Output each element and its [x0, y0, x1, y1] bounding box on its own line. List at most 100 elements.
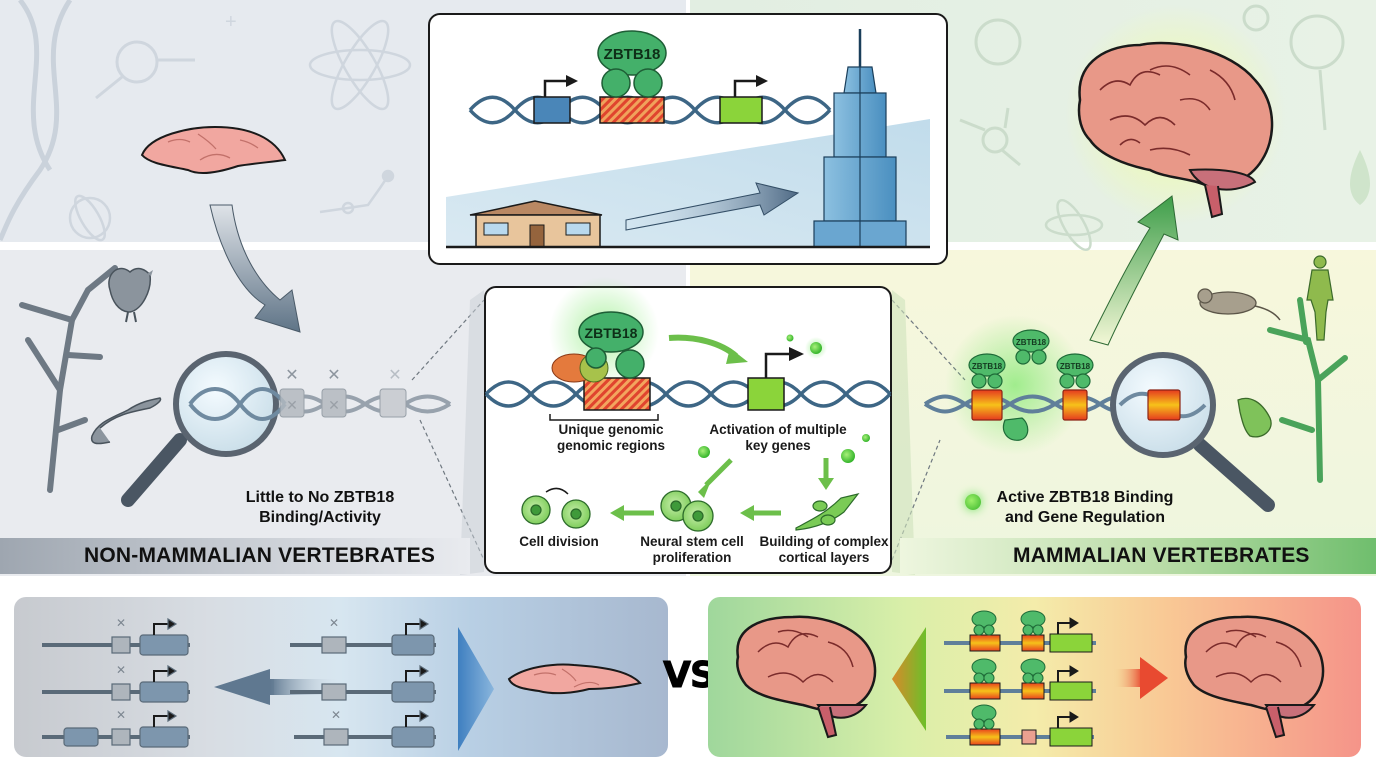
activation-line2: key genes — [745, 438, 811, 453]
target-gene-block — [747, 377, 785, 411]
active-gene-row — [944, 658, 1096, 701]
graph-watermark-icon — [319, 169, 395, 215]
cell-division-label: Cell division — [519, 534, 599, 549]
non-mammalian-caption-line1: Little to No ZBTB18 — [245, 489, 395, 506]
activation-label: Activation of multiple key genes — [698, 422, 858, 454]
nsc-proliferation-label: Neural stem cell proliferation — [632, 534, 752, 566]
blocked-x-icon: ✕ — [116, 663, 126, 677]
region-bracket — [549, 414, 659, 421]
molecule-watermark-icon — [959, 107, 1021, 167]
magnifier-left-icon — [121, 351, 287, 507]
blocked-x-icon: ✕ — [327, 367, 340, 384]
dna-helix-icon — [484, 380, 892, 408]
human-icon — [1306, 255, 1334, 341]
blocked-x-icon: ✕ — [329, 616, 339, 630]
signal-dot-icon — [786, 334, 794, 342]
zbtb18-label: ZBTB18 — [585, 325, 638, 341]
green-curved-arrow — [1089, 195, 1179, 346]
activation-arrow-icon — [668, 334, 738, 359]
blocked-x-icon: ✕ — [116, 708, 126, 722]
promoter-arrow-icon — [764, 352, 791, 378]
active-signal-dot-icon — [965, 494, 981, 510]
active-gene-diagrams — [736, 610, 1325, 747]
flask-watermark-icon — [1350, 150, 1370, 205]
inactive-dna-strand: ✕ ✕ ✕ ✕ ✕ — [279, 367, 452, 418]
mammalian-caption-line2: and Gene Regulation — [1004, 509, 1165, 526]
zoom-wedge-right — [892, 290, 915, 575]
signal-dot-icon — [841, 449, 855, 463]
dna-watermark-icon — [0, 0, 73, 242]
mammalian-caption-line1: Active ZBTB18 Binding — [996, 489, 1174, 506]
active-dna-strand — [923, 389, 1142, 421]
cortical-layers-label: Building of complex cortical layers — [758, 534, 890, 566]
primitive-brain-icon — [140, 125, 287, 174]
right-arrow-icon — [1112, 669, 1142, 687]
phylogenetic-tree-grey — [19, 265, 118, 493]
phylogenetic-tree-green — [1267, 297, 1348, 483]
blocked-x-icon: ✕ — [388, 367, 401, 384]
cortical-line2: cortical layers — [778, 550, 870, 565]
skyscraper-icon — [813, 29, 907, 248]
mammalian-brain-icon — [1077, 41, 1274, 219]
mammalian-caption: Active ZBTB18 Binding and Gene Regulatio… — [990, 488, 1180, 528]
zbtb18-label: ZBTB18 — [604, 46, 661, 63]
non-mammalian-caption-line2: Binding/Activity — [259, 509, 381, 526]
binding-region-line1: Unique genomic — [558, 422, 664, 437]
mechanism-panel: ZBTB18 Unique genomic genom — [484, 277, 892, 574]
blocked-x-icon: ✕ — [116, 616, 126, 630]
active-gene-row — [944, 610, 1096, 653]
mammalian-comparison-panel — [708, 597, 1361, 757]
growth-arrow-icon — [625, 182, 800, 231]
left-triangle-arrow-icon — [892, 627, 926, 731]
magnifier-right-icon — [1110, 352, 1275, 512]
signal-dot-icon — [810, 342, 822, 354]
non-mammalian-banner: NON-MAMMALIAN VERTEBRATES — [0, 538, 470, 574]
inactive-gene-row: ✕ — [290, 616, 436, 656]
activation-line1: Activation of multiple — [709, 422, 847, 437]
left-arrow-icon — [214, 669, 274, 705]
inactive-gene-row — [290, 664, 436, 703]
primitive-brain-icon — [507, 663, 642, 695]
frog-icon — [1237, 397, 1272, 438]
dividing-cells-icon — [521, 487, 591, 529]
promoter-arrow-icon — [543, 79, 568, 97]
cell-watermark-icon — [974, 4, 1345, 131]
inactive-gene-row: ✕ — [42, 708, 190, 748]
blocked-x-icon: ✕ — [328, 397, 340, 413]
lizard-icon — [90, 397, 162, 445]
top-growth-panel: ZBTB18 — [428, 13, 948, 265]
inactive-gene-diagrams: ✕ ✕ ✕ ✕ — [42, 616, 642, 751]
binding-region-label: Unique genomic genomic regions — [536, 422, 686, 454]
vs-label: VS — [663, 655, 717, 697]
non-mammalian-caption: Little to No ZBTB18 Binding/Activity — [220, 488, 420, 528]
atom-watermark-icon — [68, 19, 412, 242]
inactive-gene-row: ✕ — [294, 708, 436, 748]
nsc-line2: proliferation — [652, 550, 732, 565]
cortical-line1: Building of complex — [759, 534, 889, 549]
promoter-arrow-icon — [733, 79, 758, 97]
magnifier-watermark-icon — [95, 40, 195, 100]
zbtb18-mini-label: ZBTB18 — [972, 362, 1003, 371]
mouse-icon — [1197, 288, 1281, 321]
inactive-gene-row: ✕ — [42, 616, 190, 656]
nsc-line1: Neural stem cell — [640, 534, 744, 549]
blocked-x-icon: ✕ — [286, 397, 298, 413]
active-gene-row — [946, 704, 1094, 747]
zbtb18-protein-icon — [597, 30, 667, 98]
atom-watermark-icon-right — [1044, 198, 1104, 252]
blocked-x-icon: ✕ — [285, 367, 298, 384]
inactive-gene-row: ✕ — [42, 663, 190, 703]
zbtb18-protein-icon — [968, 329, 1094, 441]
cortical-layers-icon — [795, 493, 860, 531]
zoom-wedge-left — [460, 290, 484, 575]
developed-brain-icon — [736, 615, 877, 739]
gene-block-blue — [533, 96, 571, 124]
developed-brain-icon-2 — [1184, 615, 1325, 739]
blocked-x-icon: ✕ — [331, 708, 341, 722]
non-mammalian-comparison-panel: ✕ ✕ ✕ ✕ — [14, 597, 668, 757]
grey-curved-arrow — [209, 204, 301, 333]
neural-stem-cells-icon — [660, 490, 714, 532]
chicken-icon — [108, 267, 153, 323]
right-triangle-arrow-icon — [458, 627, 494, 751]
